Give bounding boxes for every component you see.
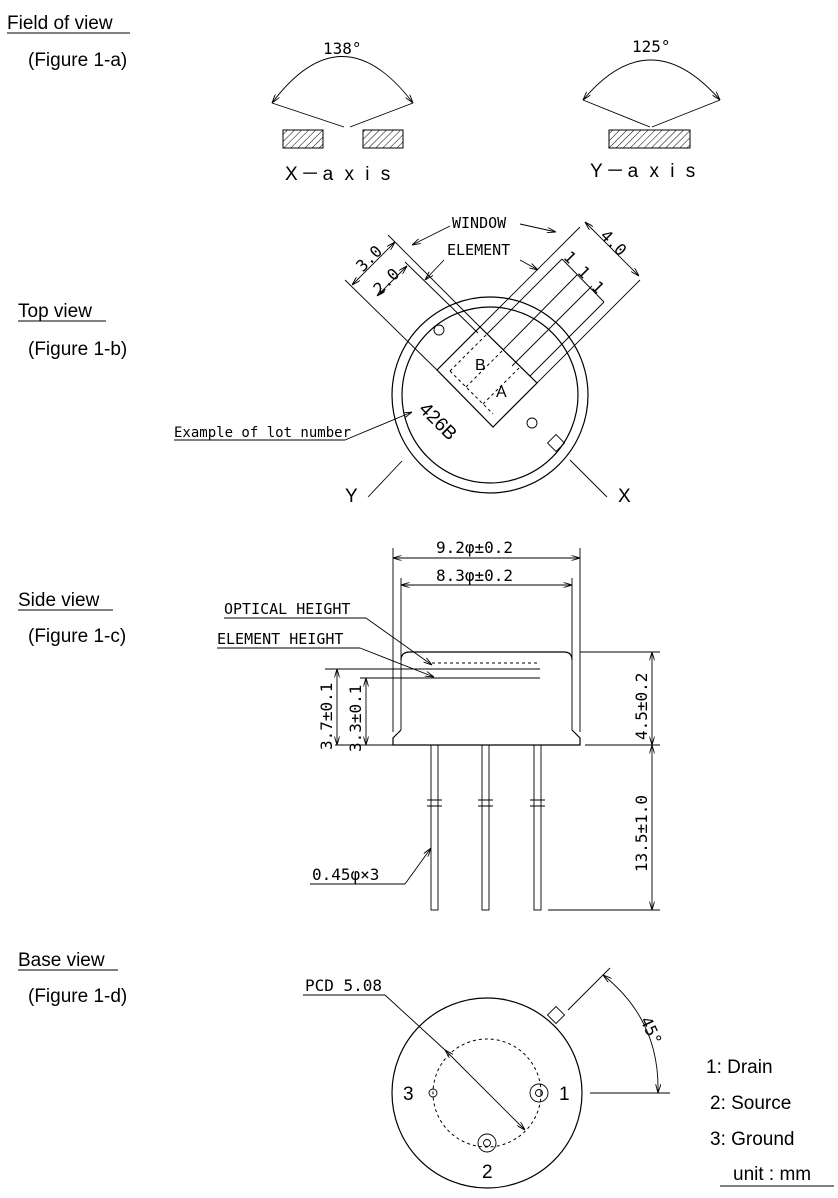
caption-figure-1a: (Figure 1-a) [28, 50, 127, 71]
element-b-label: B [475, 357, 486, 374]
base-circle [391, 997, 583, 1189]
legend-ground: 3: Ground [710, 1129, 795, 1150]
x-axis-label: X－a x i s [285, 164, 393, 185]
dim-2-0: 2.0 [369, 264, 403, 298]
pin-1-hole [529, 1083, 549, 1103]
axis-x-label: X [618, 486, 631, 507]
height-4-5: 4.5±0.2 [632, 673, 651, 740]
legend-drain: 1: Drain [706, 1057, 773, 1078]
tab [546, 433, 566, 453]
element-a-label: A [496, 384, 507, 401]
heading-top-view: Top view [18, 301, 92, 322]
height-3-7: 3.7±0.1 [317, 683, 336, 750]
height-3-3: 3.3±0.1 [346, 685, 365, 752]
legend-source: 2: Source [710, 1093, 791, 1114]
lot-number: 426B [414, 399, 460, 445]
pcd-label: PCD 5.08 [305, 976, 382, 995]
caption-figure-1c: (Figure 1-c) [28, 626, 126, 647]
angle-arc [603, 975, 658, 1093]
heading-field-of-view: Field of view [7, 13, 113, 34]
can-outer-circle [391, 296, 589, 494]
x-element-right [362, 129, 404, 149]
window-label: WINDOW [452, 214, 507, 232]
pin-3-label: 3 [403, 1084, 414, 1105]
pin-diameter: 0.45φ×3 [312, 865, 379, 884]
heading-side-view: Side view [18, 590, 100, 611]
y-angle-arc [583, 59, 720, 100]
unit-label: unit : mm [733, 1164, 811, 1185]
pcd-circle [432, 1038, 542, 1148]
pins [427, 744, 545, 911]
y-angle-label: 125° [632, 37, 671, 56]
heading-base-view: Base view [18, 950, 105, 971]
figure-1c-side-view: Side view (Figure 1-c) 9.2φ±0.2 8.3φ±0.2… [18, 538, 660, 911]
dim-3-0: 3.0 [352, 242, 386, 276]
dim-1a: 1 [560, 247, 580, 267]
mark-hole [433, 324, 445, 336]
axis-y-label: Y [345, 486, 358, 507]
pin-3-hole [428, 1088, 438, 1098]
pin-2-hole [477, 1133, 497, 1153]
height-13-5: 13.5±1.0 [632, 795, 651, 872]
caption-figure-1b: (Figure 1-b) [28, 339, 127, 360]
angle-45-label: 45° [636, 1014, 665, 1048]
element-height-label: ELEMENT HEIGHT [217, 630, 343, 648]
y-element [608, 129, 691, 149]
element-window [436, 326, 538, 428]
y-axis-label: Y－a x i s [590, 161, 698, 182]
can-inner-circle [401, 306, 579, 484]
figure-1d-base-view: Base view (Figure 1-d) PCD 5.08 45° 3 1 … [18, 950, 834, 1189]
caption-figure-1d: (Figure 1-d) [28, 986, 127, 1007]
dim-4-0: 4.0 [597, 226, 631, 260]
element-label: ELEMENT [447, 241, 510, 259]
pin-2-label: 2 [482, 1162, 493, 1183]
can-body [392, 651, 581, 746]
mark-hole [526, 417, 538, 429]
figure-1b-top-view: Top view (Figure 1-b) B A 3.0 2.0 4.0 1 [18, 214, 641, 507]
base-tab [546, 1005, 566, 1025]
inner-diameter: 8.3φ±0.2 [436, 566, 513, 585]
pin-1-label: 1 [559, 1084, 570, 1105]
x-angle-arc [272, 56, 413, 104]
outer-diameter: 9.2φ±0.2 [436, 538, 513, 557]
optical-height-label: OPTICAL HEIGHT [224, 600, 350, 618]
figure-1a-field-of-view: Field of view (Figure 1-a) 138° X－a x i … [7, 13, 720, 185]
lot-number-label: Example of lot number [174, 425, 351, 441]
x-element-left [282, 129, 324, 149]
dim-1c: 1 [588, 277, 608, 297]
dim-1b: 1 [574, 262, 594, 282]
x-angle-label: 138° [323, 39, 362, 58]
